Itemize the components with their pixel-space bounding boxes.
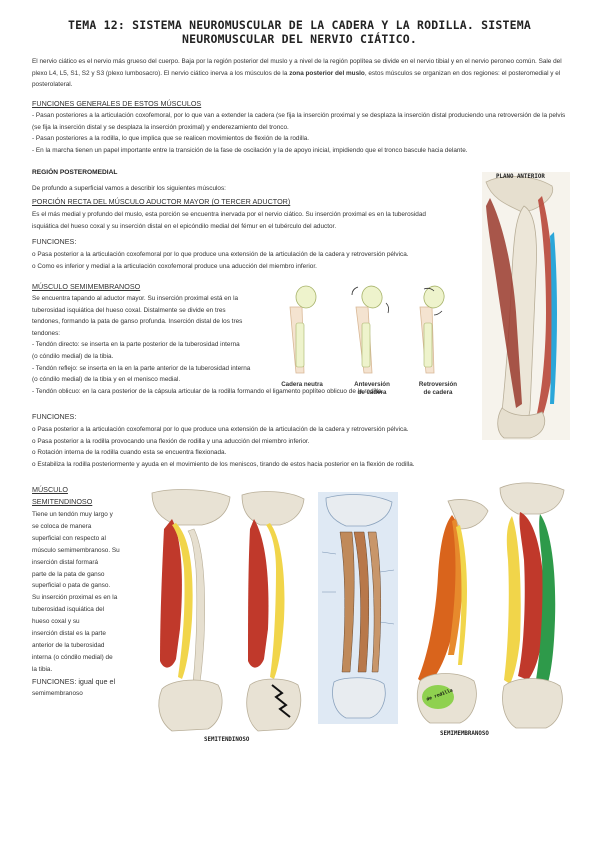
semimembranoso-line: Se encuentra tapando al aductor mayor. S… [32, 295, 239, 302]
intro-text-b: , estos músculos se organizan en dos reg… [32, 69, 561, 89]
semitendinoso-line: Tiene un tendón muy largo y [32, 511, 113, 518]
pelvis-positions-illustration [289, 285, 445, 374]
posterior-diagram-illustration [318, 492, 398, 724]
semitendinoso-line: inserción distal es la parte [32, 630, 106, 638]
semimembranoso-line: (o cóndilo medial) de la tibia y en el m… [32, 376, 181, 384]
region-heading: REGIÓN POSTEROMEDIAL [32, 169, 118, 176]
semitendinoso-line: músculo semimembranoso. Su [32, 546, 120, 554]
caption-retroversion: Retroversión de cadera [410, 381, 466, 397]
caption-line: Anteversión [354, 381, 390, 388]
semimembranoso-functions-label: FUNCIONES: [32, 412, 77, 421]
adductor-functions-label: FUNCIONES: [32, 237, 77, 246]
functions-general-item: - En la marcha tienen un papel important… [32, 146, 468, 154]
semimembranoso-line: (o cóndilo medial) de la tibia. [32, 352, 114, 360]
semitendinoso-heading-1: MÚSCULO [32, 485, 68, 494]
semitendinoso-line: anterior de la tuberosidad [32, 641, 105, 649]
semimembranoso-line: - Tendón directo: se inserta en la parte… [32, 341, 240, 349]
caption-line: Retroversión [418, 381, 458, 388]
semitendinoso-functions: FUNCIONES: igual que el [32, 676, 116, 686]
semitendinoso-line: interna (o cóndilo medial) de [32, 653, 113, 661]
adductor-functions-list: o Pasa posterior a la articulación coxof… [32, 249, 462, 272]
semitendinoso-illustration-2 [241, 491, 305, 732]
adductor-function-item: o Como es inferior y medial a la articul… [32, 262, 317, 270]
functions-general-heading: FUNCIONES GENERALES DE ESTOS MÚSCULOS [32, 99, 202, 108]
semimembranoso-line: - Tendón reflejo: se inserta en la en la… [32, 364, 251, 372]
semimembranoso-function-item: o Estabiliza la rodilla posteriormente y… [32, 460, 415, 468]
semitendinoso-line: superficial o pata de ganso. [32, 582, 111, 590]
semimembranoso-function-item: o Pasa posterior a la rodilla provocando… [32, 437, 310, 445]
figure-posterior-diagram [318, 492, 398, 724]
semitendinoso-line: Su inserción proximal es en la [32, 594, 118, 602]
semimembranoso-function-item: o Pasa posterior a la articulación coxof… [32, 426, 409, 433]
figure-pelvis-positions: Cadera neutra Anteversión de cadera Retr… [281, 277, 482, 405]
semimembranoso-line: tendones: [32, 329, 61, 337]
semitendinoso-line: parte de la pata de ganso [32, 570, 105, 578]
caption-line: de cadera [357, 389, 387, 396]
figure-semitendinoso-2 [236, 489, 308, 735]
semimembranoso-functions-list: o Pasa posterior a la articulación coxof… [32, 424, 472, 470]
adductor-heading: PORCIÓN RECTA DEL MÚSCULO ADUCTOR MAYOR … [32, 197, 291, 206]
region-intro: De profundo a superficial vamos a descri… [32, 185, 226, 192]
semitendinoso-line: inserción distal formará [32, 558, 99, 566]
adductor-function-item: o Pasa posterior a la articulación coxof… [32, 251, 409, 258]
page-title: TEMA 12: SISTEMA NEUROMUSCULAR DE LA CAD… [0, 18, 599, 46]
figure-semimembranoso-1: de rodilla [408, 495, 490, 727]
semimembranoso-function-item: o Rotación interna de la rodilla cuando … [32, 449, 227, 457]
semimembranoso-text: Se encuentra tapando al aductor mayor. S… [32, 293, 472, 397]
semimembranoso-illustration-1 [416, 499, 489, 724]
semitendinoso-heading-2: SEMITENDINOSO [32, 497, 93, 506]
functions-general-item: - Pasan posteriores a la articulación co… [32, 112, 566, 131]
semitendinoso-line: tuberosidad isquiática del [32, 606, 105, 614]
anterior-thigh-illustration [482, 172, 570, 440]
caption-cadera-neutra: Cadera neutra [276, 381, 328, 389]
intro-bold: zona posterior del muslo [289, 69, 365, 77]
title-line-1: TEMA 12: SISTEMA NEUROMUSCULAR DE LA CAD… [67, 18, 532, 32]
caption-line: de cadera [423, 389, 453, 396]
functions-general-item: - Pasan posteriores a la rodilla, lo que… [32, 135, 310, 143]
adductor-text: Es el más medial y profundo del muslo, e… [32, 211, 426, 230]
semitendinoso-caption: SEMITENDINOSO [204, 737, 250, 743]
caption-anteversion: Anteversión de cadera [346, 381, 398, 397]
functions-general-list: - Pasan posteriores a la articulación co… [32, 110, 567, 156]
semimembranoso-heading: MÚSCULO SEMIMEMBRANOSO [32, 282, 141, 291]
semitendinoso-line: la tibia. [32, 665, 53, 673]
semitendinoso-line: hueso coxal y su [32, 618, 80, 626]
semimembranoso-line: tuberosidad isquiática del hueso coxal. … [32, 306, 226, 314]
plano-anterior-label: PLANO ANTERIOR [496, 174, 545, 180]
semimembranoso-illustration-2 [499, 482, 565, 729]
figure-semitendinoso-1 [142, 489, 234, 735]
caption-line: Cadera neutra [281, 381, 323, 388]
semitendinoso-functions: semimembranoso [32, 689, 83, 697]
intro-paragraph: El nervio ciático es el nervio más grues… [32, 56, 567, 91]
semimembranoso-caption: SEMIMEMBRANOSO [440, 731, 489, 737]
semitendinoso-text: Tiene un tendón muy largo y se coloca de… [32, 509, 132, 700]
intro-text-a: El nervio ciático es el nervio más grues… [32, 58, 562, 77]
semimembranoso-line: tendones, formando la pata de ganso prof… [32, 318, 243, 326]
semitendinoso-line: se coloca de manera [32, 522, 92, 530]
figure-anterior-thigh: PLANO ANTERIOR [482, 172, 570, 440]
title-line-2: NEUROMUSCULAR DEL NERVIO CIÁTICO. [181, 32, 418, 46]
semimembranoso-line: - Tendón oblicuo: en la cara posterior d… [32, 387, 384, 395]
semitendinoso-line: superficial con respecto al [32, 534, 106, 542]
semitendinoso-illustration-1 [151, 489, 231, 732]
figure-semimembranoso-2 [494, 480, 570, 730]
